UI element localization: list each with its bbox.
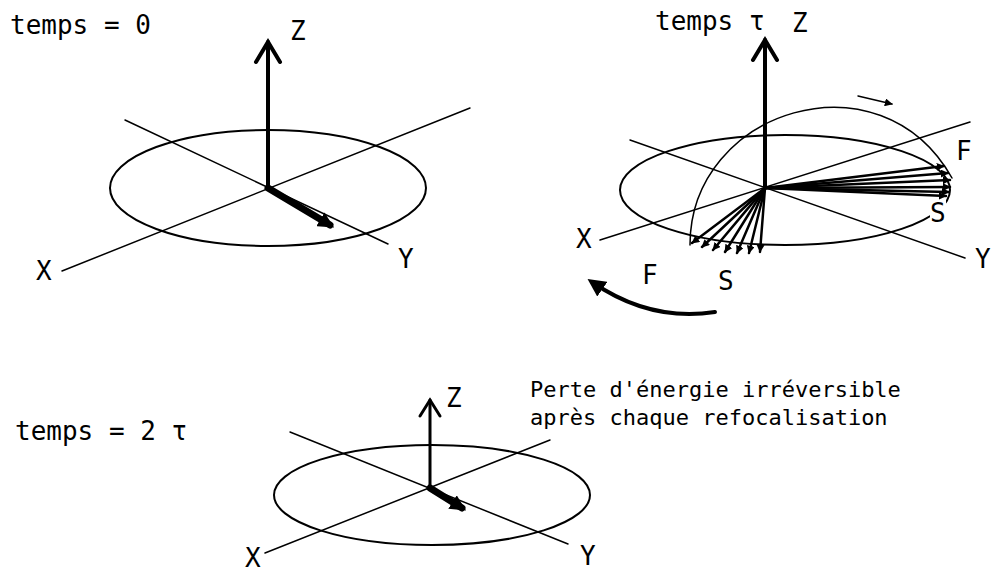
spin-fan-right [765, 166, 950, 196]
magnetization-vector [268, 188, 330, 225]
axis-label: X [576, 226, 592, 252]
spin-label: S [930, 200, 946, 226]
x-axis [600, 122, 970, 240]
axis-label: X [245, 545, 261, 571]
z-arrowhead [420, 400, 440, 416]
hemisphere-arc [690, 107, 952, 245]
z-arrowhead [753, 40, 777, 60]
axis-label: Y [975, 246, 991, 272]
spin-label: F [956, 138, 972, 164]
axis-label: Z [792, 10, 808, 36]
axis-label: Y [398, 246, 414, 272]
z-axis [763, 40, 767, 188]
xy-plane [620, 135, 950, 245]
z-arrowhead [256, 42, 280, 62]
axis-label: Z [290, 18, 306, 44]
axis-label: Y [580, 543, 596, 569]
magnetization-vector [430, 488, 462, 508]
note-text: Perte d'énergie irréversible après chaqu… [530, 376, 905, 431]
spin-label: F [642, 262, 658, 288]
spin-label: S [718, 268, 734, 294]
rotation-tick [858, 96, 892, 104]
z-axis [429, 400, 432, 488]
y-axis [125, 120, 388, 244]
panel-title: temps τ [655, 8, 765, 34]
axis-label: X [36, 258, 52, 284]
axis-label: Z [446, 385, 462, 411]
panel-title: temps = 2 τ [15, 418, 187, 444]
panel-title: temps = 0 [10, 12, 151, 38]
z-axis [266, 42, 270, 188]
spin-fan-left [692, 188, 765, 253]
y-axis [630, 140, 965, 258]
x-axis [265, 440, 550, 553]
